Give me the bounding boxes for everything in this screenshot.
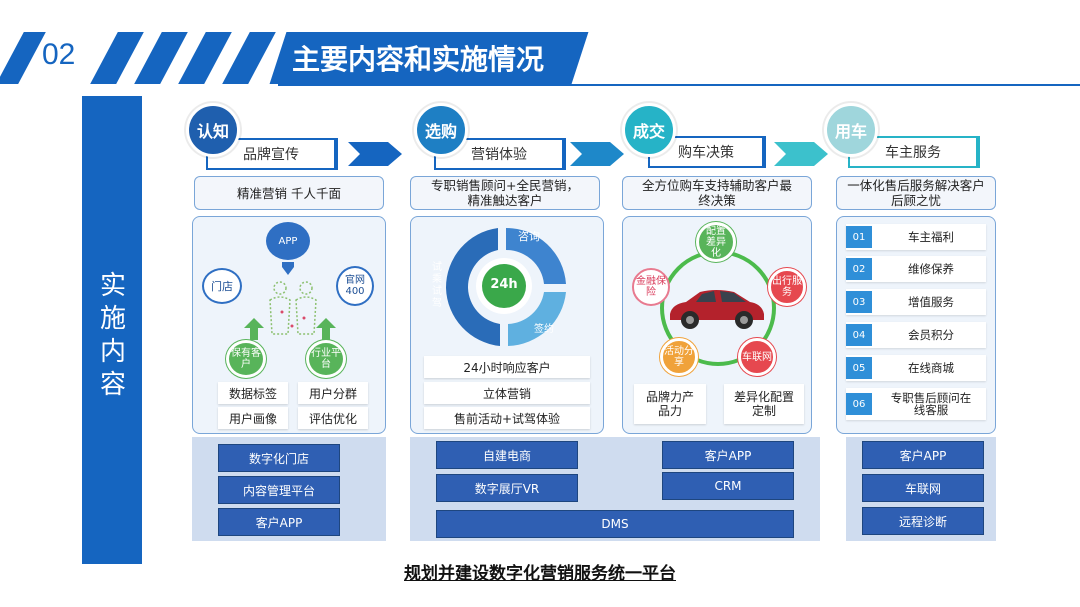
stage-circle-ownership: 用车 — [824, 103, 878, 157]
tag-evaluation: 评估优化 — [298, 407, 368, 429]
tag-user-segmentation: 用户分群 — [298, 382, 368, 404]
stage-circle-text: 成交 — [632, 122, 665, 141]
stage-label-deal: 购车决策 — [648, 136, 766, 168]
service-item: 03 增值服务 — [846, 289, 986, 315]
node-activity-sharing: 活动分享 — [660, 338, 698, 376]
tag-presale-events: 售前活动+试驾体验 — [424, 407, 590, 429]
tag-multichannel-marketing: 立体营销 — [424, 382, 590, 404]
stage-description: 专职销售顾问+全民营销，精准触达客户 — [410, 176, 600, 210]
service-number: 05 — [846, 357, 872, 379]
cycle-label-sign: 签约 — [534, 324, 554, 335]
tag-brand-product-power: 品牌力产品力 — [634, 384, 706, 424]
header-stripe — [178, 32, 232, 84]
node-config-differentiation: 配置差异化 — [696, 222, 736, 262]
service-item: 05 在线商城 — [846, 355, 986, 381]
footer-caption: 规划并建设数字化营销服务统一平台 — [0, 559, 1080, 584]
platform-dms: DMS — [436, 510, 794, 538]
arrow-up-icon — [244, 318, 264, 340]
stage-circle-text: 用车 — [834, 122, 867, 141]
service-item: 01 车主福利 — [846, 224, 986, 250]
tag-user-profile: 用户画像 — [218, 407, 288, 429]
tag-custom-config: 差异化配置定制 — [724, 384, 804, 424]
footer-caption-text: 规划并建设数字化营销服务统一平台 — [404, 564, 676, 584]
header-stripe — [90, 32, 144, 84]
stage-label-text: 品牌宣传 — [243, 147, 299, 163]
stage-label-text: 车主服务 — [885, 145, 941, 161]
service-label: 维修保养 — [908, 262, 954, 276]
service-number: 04 — [846, 324, 872, 346]
arrow-up-icon — [316, 318, 336, 340]
service-item: 02 维修保养 — [846, 256, 986, 282]
service-label: 增值服务 — [908, 295, 954, 309]
platform-customer-app: 客户APP — [218, 508, 340, 536]
header-stripe — [222, 32, 276, 84]
service-item: 06 专职售后顾问在线客服 — [846, 388, 986, 420]
node-website: 官网400 — [336, 266, 374, 306]
people-network-icon — [269, 281, 317, 335]
service-label: 车主福利 — [908, 230, 954, 244]
platform-digital-store: 数字化门店 — [218, 444, 340, 472]
service-label: 会员积分 — [908, 328, 954, 342]
node-industry-platform: 行业平台 — [306, 340, 346, 378]
service-cycle-diagram — [445, 227, 566, 346]
header-stripe — [134, 32, 188, 84]
service-number: 01 — [846, 226, 872, 248]
stage-description: 全方位购车支持辅助客户最终决策 — [622, 176, 812, 210]
chevron-arrow-icon — [348, 142, 402, 166]
stage-label-purchase: 营销体验 — [434, 138, 566, 170]
node-finance-insurance: 金融保险 — [632, 268, 670, 306]
service-number: 02 — [846, 258, 872, 280]
24h-icon: 24h — [490, 277, 518, 292]
tag-24h-response: 24小时响应客户 — [424, 356, 590, 378]
stage-circle-text: 选购 — [424, 122, 457, 141]
stage-circle-purchase: 选购 — [414, 103, 468, 157]
service-number: 06 — [846, 393, 872, 415]
stage-circle-awareness: 认知 — [186, 103, 240, 157]
node-store: 门店 — [202, 268, 242, 304]
platform-crm: CRM — [662, 472, 794, 500]
stage-label-text: 购车决策 — [678, 145, 734, 161]
platform-ecommerce: 自建电商 — [436, 441, 578, 469]
node-existing-customers: 保有客户 — [226, 340, 266, 378]
service-label: 专职售后顾问在线客服 — [890, 391, 972, 417]
stage-description: 一体化售后服务解决客户后顾之忧 — [836, 176, 996, 210]
node-connected-car: 车联网 — [738, 338, 776, 376]
stage-label-text: 营销体验 — [471, 147, 527, 163]
platform-customer-app: 客户APP — [862, 441, 984, 469]
header-stripe — [0, 32, 46, 84]
node-travel-service: 出行服务 — [768, 268, 806, 306]
platform-remote-diagnosis: 远程诊断 — [862, 507, 984, 535]
service-label: 在线商城 — [908, 361, 954, 375]
header-underline — [278, 84, 1080, 86]
section-number: 02 — [42, 38, 76, 71]
cycle-label-test-drive: 试乘试驾 — [432, 262, 442, 309]
tag-data-labels: 数据标签 — [218, 382, 288, 404]
stage-circle-text: 认知 — [196, 122, 229, 141]
side-label-bar — [82, 96, 142, 564]
stage-circle-deal: 成交 — [622, 103, 676, 157]
chevron-arrow-icon — [570, 142, 624, 166]
chevron-arrow-icon — [774, 142, 828, 166]
node-app: APP — [266, 222, 310, 260]
page-title: 主要内容和实施情况 — [292, 43, 545, 76]
cycle-label-consult: 咨询 — [518, 230, 540, 243]
platform-customer-app: 客户APP — [662, 441, 794, 469]
arrow-down-icon — [282, 262, 294, 275]
service-item: 04 会员积分 — [846, 322, 986, 348]
side-label: 实施内容 — [99, 271, 126, 400]
platform-connected-car: 车联网 — [862, 474, 984, 502]
platform-cms: 内容管理平台 — [218, 476, 340, 504]
platform-vr-showroom: 数字展厅VR — [436, 474, 578, 502]
service-number: 03 — [846, 291, 872, 313]
stage-description: 精准营销 千人千面 — [194, 176, 384, 210]
car-image — [670, 290, 764, 329]
